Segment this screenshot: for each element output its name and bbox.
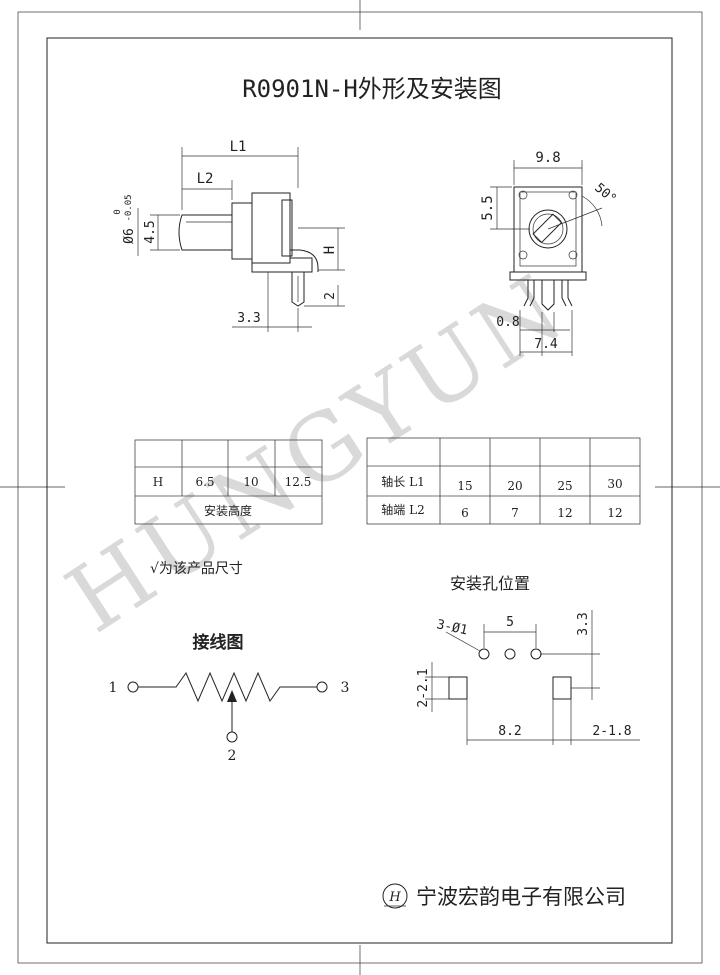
dim-2: 2 [323,292,338,300]
pin-2-label: 2 [228,748,237,764]
table-shaft-cell: 12 [557,506,572,520]
dim-2-2-1: 2-2.1 [416,668,431,707]
table-height-cell: 12.5 [285,475,312,489]
dim-9-8: 9.8 [535,150,560,166]
wiring-diagram: 接线图 1 2 3 [109,632,350,764]
table-height-cell: 6.5 [195,475,214,489]
outer-border [17,11,703,964]
watermark: HUNGYUN [49,253,586,654]
dim-l1: L1 [230,139,247,155]
inner-border [46,37,673,944]
pin-3-label: 3 [341,680,350,696]
dim-3-3-holes: 3.3 [576,612,591,635]
dim-h: H [322,246,338,254]
dim-4-5: 4.5 [143,220,158,243]
company-logo-letter: H [388,890,401,905]
table-height-cell: 10 [243,475,258,489]
table-mounting-height: H 6.5 10 12.5 安装高度 [134,439,323,525]
page-title: R0901N-H外形及安装图 [242,75,502,103]
table-shaft-row2-label: 轴端 L2 [381,502,424,517]
dim-0-8: 0.8 [496,315,519,330]
table-shaft-length: 轴长 L1 15 20 25 30 轴端 L2 6 7 12 12 [366,437,641,525]
table-shaft-cell: 12 [607,506,622,520]
dim-5-5: 5.5 [480,195,496,220]
dim-7-4: 7.4 [534,337,558,352]
wiring-title: 接线图 [193,632,244,653]
dim-3-3: 3.3 [237,311,260,326]
company-name: 宁波宏韵电子有限公司 [416,885,626,909]
company-block: H 宁波宏韵电子有限公司 [382,883,626,909]
tol-upper: 0 [113,209,123,214]
dim-angle: 50° [591,181,619,208]
top-view: 50° 9.8 5.5 0.8 7.4 [480,150,619,356]
table-shaft-cell: 25 [557,479,572,493]
table-shaft-cell: 30 [607,477,622,491]
table-height-header: H [153,475,163,489]
table-shaft-row1-label: 轴长 L1 [381,474,424,489]
pin-1-label: 1 [109,680,118,696]
table-shaft-cell: 20 [507,479,522,493]
company-logo [382,883,408,909]
dim-5: 5 [506,615,514,630]
table-shaft-cell: 7 [511,506,519,520]
front-view: L1 L2 4.5 Ø6 0 -0.05 H 2 3.3 [113,139,345,332]
tol-lower: -0.05 [124,194,134,221]
mounting-holes: 安装孔位置 3-Ø1 5 3.3 2-2.1 8.2 2-1.8 [416,574,640,745]
table-shaft-cell: 15 [457,479,472,493]
dim-shaft-diameter: Ø6 [122,228,137,244]
dim-holes: 3-Ø1 [435,617,469,638]
table-height-caption: 安装高度 [204,503,252,518]
size-note: √为该产品尺寸 [150,561,243,577]
dim-2-1-8: 2-1.8 [592,724,631,739]
mounting-title: 安装孔位置 [450,574,530,593]
table-shaft-cell: 6 [461,506,469,520]
dim-8-2: 8.2 [498,724,521,739]
dim-l2: L2 [197,171,214,187]
